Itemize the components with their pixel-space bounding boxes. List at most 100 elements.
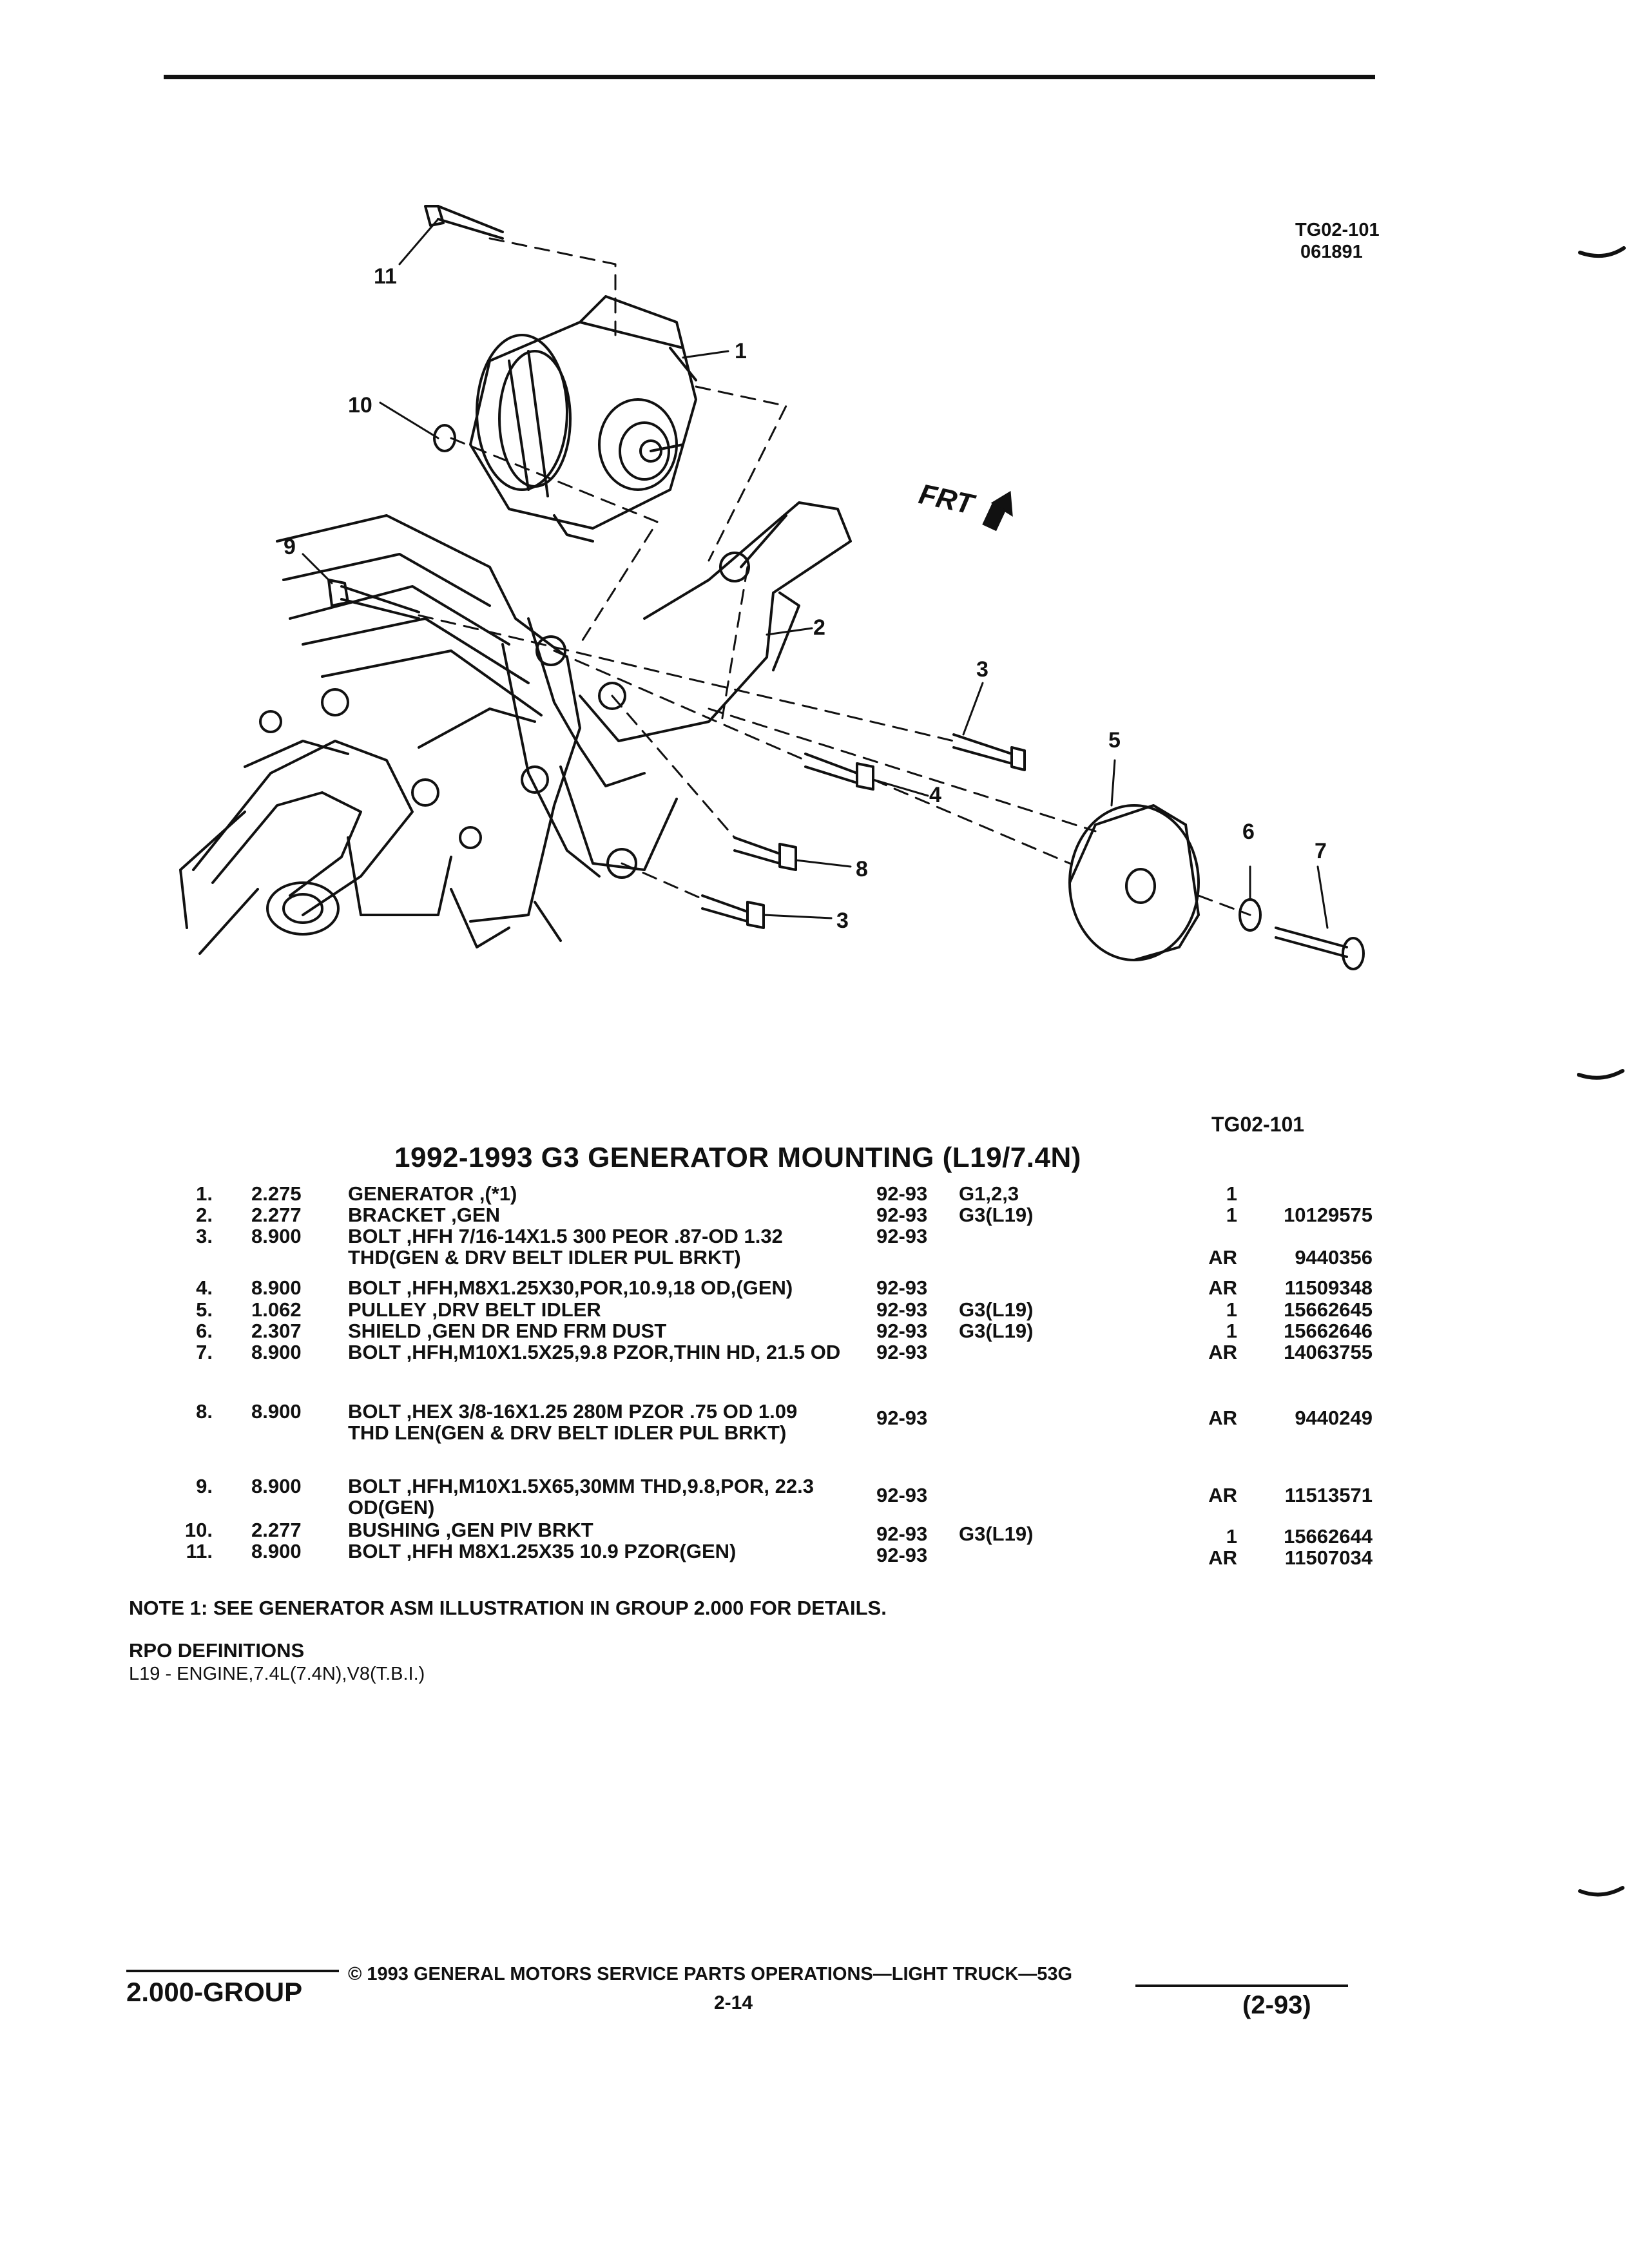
model-years: 92-93 <box>876 1182 928 1205</box>
application: G1,2,3 <box>959 1182 1019 1205</box>
item-number: 9. <box>196 1475 213 1497</box>
quantity: 1 <box>1226 1204 1237 1226</box>
page-number: 2-14 <box>714 1992 753 2013</box>
bracket <box>501 501 852 879</box>
group-number: 8.900 <box>251 1276 302 1299</box>
section-title: 1992-1993 G3 GENERATOR MOUNTING (L19/7.4… <box>394 1142 1081 1173</box>
figure-code-lower: TG02-101 <box>1211 1113 1305 1136</box>
item-number: 4. <box>196 1276 213 1299</box>
item-number: 5. <box>196 1298 213 1321</box>
item-number: 3. <box>196 1225 213 1247</box>
item-number: 10. <box>184 1519 213 1541</box>
top-rule <box>164 75 1375 79</box>
quantity: AR <box>1208 1276 1237 1299</box>
item-number: 8. <box>196 1400 213 1423</box>
bolts <box>327 205 1365 970</box>
footer-copyright: © 1993 GENERAL MOTORS SERVICE PARTS OPER… <box>348 1964 1073 1984</box>
part-description: BOLT ,HFH,M10X1.5X25,9.8 PZOR,THIN HD, 2… <box>348 1341 841 1363</box>
model-years: 92-93 <box>876 1341 928 1363</box>
quantity: 1 <box>1226 1298 1237 1321</box>
generator-mounting-diagram: FRT 11 10 9 1 2 3 4 5 6 7 8 3 <box>179 205 1365 970</box>
group-number: 2.307 <box>251 1320 302 1342</box>
part-description: BOLT ,HFH 7/16-14X1.5 300 PEOR .87-OD 1.… <box>348 1225 783 1269</box>
revision-date: (2-93) <box>1242 1991 1311 2019</box>
application: G3(L19) <box>959 1320 1034 1342</box>
item-number: 7. <box>196 1341 213 1363</box>
application: G3(L19) <box>959 1298 1034 1321</box>
part-number: 11513571 <box>1284 1484 1373 1506</box>
model-years: 92-93 <box>876 1407 928 1429</box>
quantity: 1 <box>1226 1525 1237 1548</box>
callout-1: 1 <box>735 339 747 363</box>
quantity: AR <box>1208 1484 1237 1506</box>
quantity: 1 <box>1226 1182 1237 1205</box>
group-number: 8.900 <box>251 1225 302 1247</box>
callout-11: 11 <box>374 264 397 289</box>
quantity: AR <box>1208 1341 1237 1363</box>
figure-code: TG02-101 <box>1295 220 1380 240</box>
group-number: 1.062 <box>251 1298 302 1321</box>
callout-6: 6 <box>1242 820 1255 844</box>
item-number: 2. <box>196 1204 213 1226</box>
callout-10: 10 <box>348 393 372 418</box>
item-number: 6. <box>196 1320 213 1342</box>
part-description: BOLT ,HFH,M10X1.5X65,30MM THD,9.8,POR, 2… <box>348 1475 814 1519</box>
part-number: 15662644 <box>1284 1525 1373 1548</box>
part-number: 9440356 <box>1295 1246 1373 1269</box>
part-description: PULLEY ,DRV BELT IDLER <box>348 1298 601 1321</box>
part-number: 10129575 <box>1284 1204 1373 1226</box>
group-number: 2.277 <box>251 1519 302 1541</box>
callout-3-lower: 3 <box>836 908 849 933</box>
footer-rule-left <box>126 1970 339 1972</box>
model-years: 92-93 <box>876 1204 928 1226</box>
application: G3(L19) <box>959 1204 1034 1226</box>
part-number: 9440249 <box>1295 1407 1373 1429</box>
item-number: 1. <box>196 1182 213 1205</box>
part-number: 11507034 <box>1284 1546 1373 1569</box>
callout-2: 2 <box>813 615 825 640</box>
quantity: AR <box>1208 1407 1237 1429</box>
leader-lines <box>302 218 1329 929</box>
front-label: FRT <box>916 478 978 521</box>
group-number: 2.275 <box>251 1182 302 1205</box>
part-description: BRACKET ,GEN <box>348 1204 500 1226</box>
part-description: BOLT ,HFH M8X1.25X35 10.9 PZOR(GEN) <box>348 1540 737 1562</box>
callout-5: 5 <box>1108 728 1121 753</box>
group-number: 8.900 <box>251 1400 302 1423</box>
part-description: BOLT ,HEX 3/8-16X1.25 280M PZOR .75 OD 1… <box>348 1400 798 1444</box>
part-description: BUSHING ,GEN PIV BRKT <box>348 1519 593 1541</box>
group-number: 8.900 <box>251 1341 302 1363</box>
callout-7: 7 <box>1315 839 1327 863</box>
part-number: 14063755 <box>1284 1341 1373 1363</box>
callout-8: 8 <box>856 857 868 881</box>
note-text: NOTE 1: SEE GENERATOR ASM ILLUSTRATION I… <box>129 1597 887 1619</box>
model-years: 92-93 <box>876 1276 928 1299</box>
model-years: 92-93 <box>876 1544 928 1566</box>
callout-9: 9 <box>284 535 296 559</box>
binder-marks <box>1577 246 1626 1897</box>
group-number: 8.900 <box>251 1540 302 1562</box>
quantity: AR <box>1208 1246 1237 1269</box>
callout-4: 4 <box>929 783 941 807</box>
rpo-definition: L19 - ENGINE,7.4L(7.4N),V8(T.B.I.) <box>129 1664 425 1684</box>
footer-rule-right <box>1135 1984 1348 1987</box>
front-arrow-icon <box>982 490 1013 532</box>
part-description: BOLT ,HFH,M8X1.25X30,POR,10.9,18 OD,(GEN… <box>348 1276 793 1299</box>
part-description: SHIELD ,GEN DR END FRM DUST <box>348 1320 667 1342</box>
quantity: AR <box>1208 1546 1237 1569</box>
item-number: 11. <box>186 1540 213 1562</box>
generator-assembly <box>469 295 697 543</box>
group-number: 8.900 <box>251 1475 302 1497</box>
group-number: 2.277 <box>251 1204 302 1226</box>
assembly-lines <box>418 237 1251 916</box>
footer-group: 2.000-GROUP <box>126 1977 303 2007</box>
part-number: 15662646 <box>1284 1320 1373 1342</box>
model-years: 92-93 <box>876 1298 928 1321</box>
callout-3-upper: 3 <box>976 657 988 682</box>
part-description: GENERATOR ,(*1) <box>348 1182 517 1205</box>
quantity: 1 <box>1226 1320 1237 1342</box>
part-number: 11509348 <box>1284 1276 1373 1299</box>
model-years: 92-93 <box>876 1484 928 1506</box>
model-years: 92-93 <box>876 1320 928 1342</box>
figure-date: 061891 <box>1300 242 1363 262</box>
